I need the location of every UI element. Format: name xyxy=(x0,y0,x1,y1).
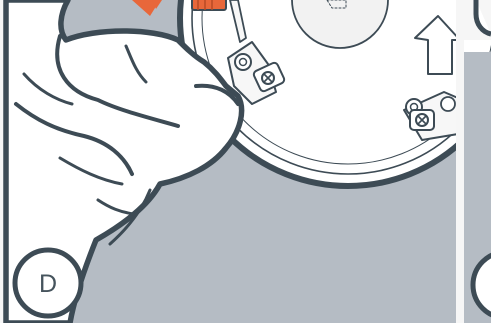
panel-d: D xyxy=(6,0,491,323)
screw-icon xyxy=(410,110,434,130)
panel-divider xyxy=(456,0,464,323)
step-badge: D xyxy=(15,250,81,316)
step-label: D xyxy=(39,270,57,298)
